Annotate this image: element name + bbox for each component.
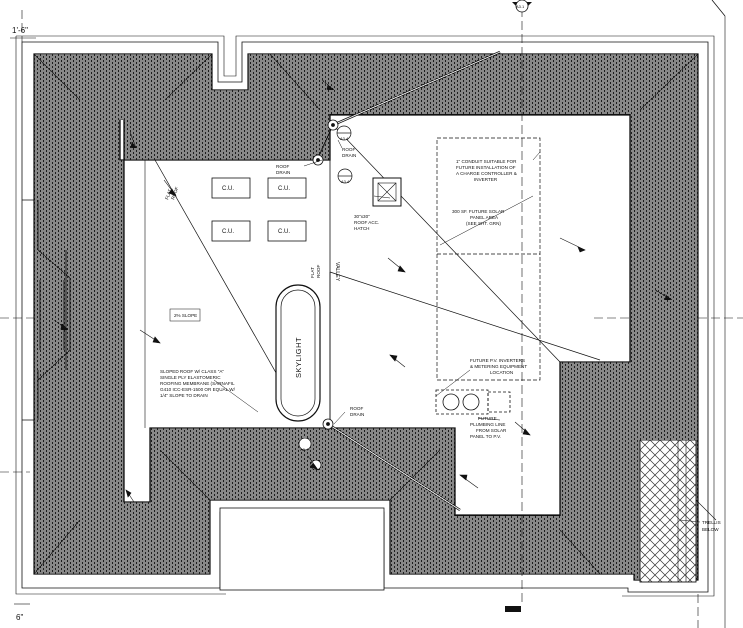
leader-lines xyxy=(213,139,701,523)
svg-text:(SEE SHT. GRN): (SEE SHT. GRN) xyxy=(466,221,501,226)
note-flat-roof-1: FLAT ROOF xyxy=(310,265,321,278)
svg-text:PANEL AREA: PANEL AREA xyxy=(470,215,499,220)
conduit-runs xyxy=(154,50,601,512)
skylight-label: SKYLIGHT xyxy=(294,337,303,378)
future-solar-area xyxy=(436,137,541,381)
note-roof-drain-2: ROOF DRAIN xyxy=(342,147,356,158)
svg-text:DRAIN: DRAIN xyxy=(350,412,364,417)
section-tag-mid-1: A3.4 xyxy=(340,136,349,141)
svg-text:ROOF: ROOF xyxy=(342,147,355,152)
roof-drains xyxy=(312,119,339,430)
slope-arrows xyxy=(53,79,673,503)
left-wall-detail xyxy=(22,199,71,421)
svg-text:INVERTER: INVERTER xyxy=(474,177,498,182)
note-plumbing: FUTURE PLUMBING LINE FROM SOLAR PANEL TO… xyxy=(470,416,507,439)
svg-text:ROOF: ROOF xyxy=(276,164,289,169)
note-sloped-roof: SLOPED ROOF W/ CLASS "A" SINGLE PLY ELAS… xyxy=(160,369,236,398)
condensing-units: C.U. C.U. C.U. C.U. xyxy=(211,177,307,242)
svg-text:30"x30": 30"x30" xyxy=(354,214,370,219)
svg-text:1" CONDUIT SUITABLE FOR: 1" CONDUIT SUITABLE FOR xyxy=(456,159,517,164)
svg-text:FUTURE P.V. INVERTERS: FUTURE P.V. INVERTERS xyxy=(470,358,525,363)
dimension-left-top: 1'-6" xyxy=(10,26,36,39)
svg-text:PLUMBING LINE: PLUMBING LINE xyxy=(470,422,505,427)
svg-text:FLAT: FLAT xyxy=(164,188,172,200)
cu-label-2: C.U. xyxy=(278,186,290,192)
svg-text:ROOF: ROOF xyxy=(170,186,179,200)
note-valley: VALLEY xyxy=(334,262,340,282)
svg-text:HATCH: HATCH xyxy=(354,226,369,231)
svg-text:ROOFING MEMBRANE (SARNAFIL: ROOFING MEMBRANE (SARNAFIL xyxy=(160,381,235,386)
svg-text:LOCATION: LOCATION xyxy=(490,370,513,375)
bottom-scale-bar xyxy=(505,606,521,612)
cu-label-3: C.U. xyxy=(222,229,234,235)
roof-access-hatch xyxy=(372,177,402,207)
dimension-text-top: 1'-6" xyxy=(12,26,28,35)
svg-text:G410 ICC-ESR-1500 OR EQUAL W/: G410 ICC-ESR-1500 OR EQUAL W/ xyxy=(160,387,236,392)
note-hatch: 30"x30" ROOF ACC. HATCH xyxy=(354,214,379,231)
svg-text:A CHARGE CONTROLLER &: A CHARGE CONTROLLER & xyxy=(456,171,517,176)
section-mark-top: A3.1 xyxy=(512,0,532,13)
svg-text:SINGLE PLY ELASTOMERIC: SINGLE PLY ELASTOMERIC xyxy=(160,375,221,380)
svg-text:DRAIN: DRAIN xyxy=(276,170,290,175)
dimension-text-bottom: 6" xyxy=(16,613,23,622)
bottom-notch xyxy=(219,507,385,591)
svg-text:FROM SOLAR: FROM SOLAR xyxy=(476,428,507,433)
cu-label-4: C.U. xyxy=(278,229,290,235)
note-roof-drain-3: ROOF DRAIN xyxy=(350,406,364,417)
svg-text:SLOPED ROOF W/ CLASS "A": SLOPED ROOF W/ CLASS "A" xyxy=(160,369,224,374)
cu-label-1: C.U. xyxy=(222,186,234,192)
note-trellis: TRELLIS BELOW xyxy=(702,520,721,532)
note-conduit: 1" CONDUIT SUITABLE FOR FUTURE INSTALLAT… xyxy=(456,159,517,182)
svg-text:VALLEY: VALLEY xyxy=(334,262,340,282)
skylight: SKYLIGHT xyxy=(275,284,321,422)
svg-text:DRAIN: DRAIN xyxy=(342,153,356,158)
note-pv-inverters: FUTURE P.V. INVERTERS & METERING EQUIPME… xyxy=(470,358,527,375)
note-solar-area: 300 SF. FUTURE SOLAR PANEL AREA (SEE SHT… xyxy=(452,209,505,226)
flat-membrane-roof xyxy=(119,114,631,516)
note-slope-tag: 2% SLOPE xyxy=(169,308,201,322)
svg-text:TRELLIS: TRELLIS xyxy=(702,520,721,525)
svg-text:BELOW: BELOW xyxy=(702,527,719,532)
svg-text:ROOF: ROOF xyxy=(350,406,363,411)
pv-equipment xyxy=(435,389,511,415)
svg-text:2% SLOPE: 2% SLOPE xyxy=(174,313,197,318)
dimension-left-bottom: 6" xyxy=(14,603,30,622)
svg-text:ROOF: ROOF xyxy=(316,265,321,278)
section-tag-top: A3.1 xyxy=(516,4,525,9)
svg-text:& METERING EQUIPMENT: & METERING EQUIPMENT xyxy=(470,364,527,369)
svg-text:1/4" SLOPE TO DRAIN: 1/4" SLOPE TO DRAIN xyxy=(160,393,208,398)
note-roof-drain-1: ROOF DRAIN xyxy=(276,164,290,175)
section-bubbles xyxy=(298,125,353,471)
note-flat-roof-2: FLAT ROOF xyxy=(164,186,179,200)
section-tag-bottom: A3.4 xyxy=(300,447,309,452)
svg-text:FLAT: FLAT xyxy=(310,267,315,278)
svg-text:FUTURE: FUTURE xyxy=(478,416,497,421)
trellis-below xyxy=(639,439,717,583)
section-tag-mid-2: A3.4 xyxy=(341,179,350,184)
svg-text:FUTURE INSTALLATION OF: FUTURE INSTALLATION OF xyxy=(456,165,516,170)
svg-text:ROOF ACC.: ROOF ACC. xyxy=(354,220,379,225)
svg-text:300 SF. FUTURE SOLAR: 300 SF. FUTURE SOLAR xyxy=(452,209,505,214)
grid-lines xyxy=(0,8,743,628)
svg-text:PANEL TO P.V.: PANEL TO P.V. xyxy=(470,434,501,439)
